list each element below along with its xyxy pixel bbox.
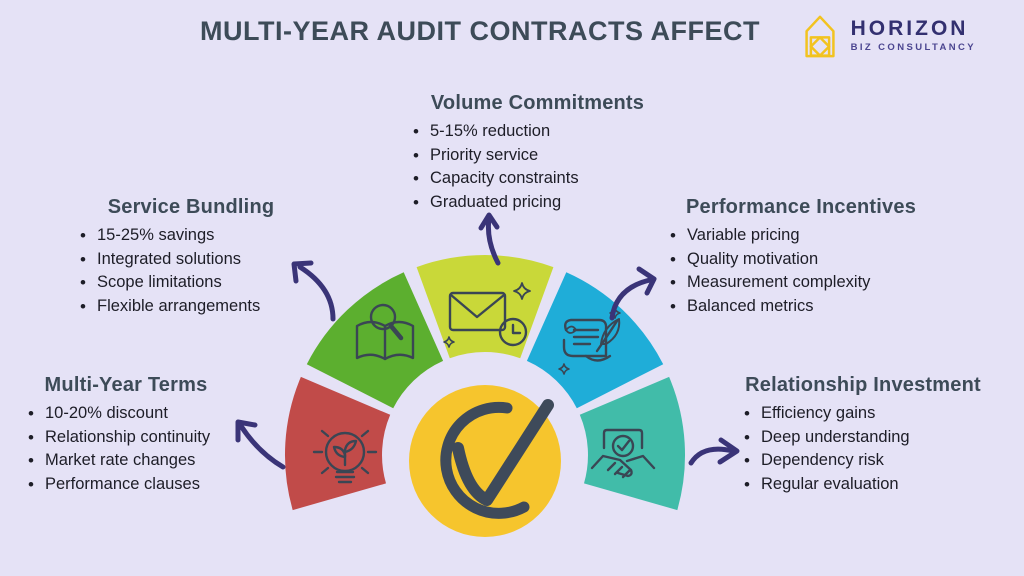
bullet-item: Dependency risk — [742, 449, 998, 473]
brand-subtitle: BIZ CONSULTANCY — [850, 41, 976, 53]
envelope-clock-icon — [443, 282, 531, 348]
bullet-item: Capacity constraints — [411, 167, 670, 191]
arrow-to-multi-year-terms — [235, 419, 286, 470]
bullet-item: Variable pricing — [668, 224, 936, 248]
brand-logo: HORIZON BIZ CONSULTANCY — [797, 12, 976, 58]
section-title-service-bundling: Service Bundling — [107, 196, 275, 218]
section-relationship-investment: Relationship Investment Efficiency gains… — [728, 374, 998, 496]
bullet-list: 10-20% discount Relationship continuity … — [26, 402, 226, 496]
bullet-item: Priority service — [411, 144, 670, 168]
bullet-item: Deep understanding — [742, 426, 998, 450]
section-service-bundling: Service Bundling 15-25% savings Integrat… — [78, 196, 304, 318]
bullet-list: Efficiency gains Deep understanding Depe… — [728, 402, 998, 496]
checkmark-icon — [440, 399, 554, 519]
bullet-item: Relationship continuity — [26, 426, 226, 450]
bullet-item: Market rate changes — [26, 449, 226, 473]
bullet-item: Graduated pricing — [411, 191, 670, 215]
handshake-certificate-icon — [590, 428, 656, 479]
section-title-volume-commitments: Volume Commitments — [430, 92, 645, 114]
segment-volume-commitments — [416, 255, 554, 359]
scroll-quill-icon — [558, 307, 621, 375]
brand-name: HORIZON — [850, 16, 969, 40]
segment-service-bundling — [306, 272, 444, 409]
section-volume-commitments: Volume Commitments 5-15% reduction Prior… — [405, 92, 670, 214]
arrow-to-volume-commitments — [478, 212, 501, 266]
bullet-item: 10-20% discount — [26, 402, 226, 426]
section-title-performance-incentives: Performance Incentives — [685, 196, 917, 218]
bullet-item: Measurement complexity — [668, 271, 936, 295]
book-magnifier-icon — [355, 303, 415, 361]
section-multi-year-terms: Multi-Year Terms 10-20% discount Relatio… — [26, 374, 226, 496]
bullet-item: Quality motivation — [668, 248, 936, 272]
bullet-item: Balanced metrics — [668, 295, 936, 319]
bullet-item: Performance clauses — [26, 473, 226, 497]
bullet-item: Regular evaluation — [742, 473, 998, 497]
arrow-to-relationship-investment — [688, 437, 740, 466]
bullet-item: Efficiency gains — [742, 402, 998, 426]
arch-logo-icon — [804, 15, 835, 58]
segment-performance-incentives — [526, 272, 664, 409]
bullet-item: Integrated solutions — [78, 248, 304, 272]
bullet-list: 15-25% savings Integrated solutions Scop… — [78, 224, 304, 318]
bullet-list: Variable pricing Quality motivation Meas… — [666, 224, 936, 318]
segment-multi-year-terms — [284, 376, 391, 511]
bullet-item: Flexible arrangements — [78, 295, 304, 319]
center-badge — [409, 385, 561, 537]
bullet-item: Scope limitations — [78, 271, 304, 295]
bullet-item: 15-25% savings — [78, 224, 304, 248]
page-title: MULTI-YEAR AUDIT CONTRACTS AFFECT — [200, 16, 760, 46]
section-performance-incentives: Performance Incentives Variable pricing … — [666, 196, 936, 318]
section-title-multi-year-terms: Multi-Year Terms — [44, 374, 208, 396]
arrow-to-performance-incentives — [609, 266, 657, 321]
bullet-list: 5-15% reduction Priority service Capacit… — [405, 120, 670, 214]
lightbulb-plant-icon — [312, 429, 378, 484]
section-title-relationship-investment: Relationship Investment — [745, 374, 981, 396]
bullet-item: 5-15% reduction — [411, 120, 670, 144]
